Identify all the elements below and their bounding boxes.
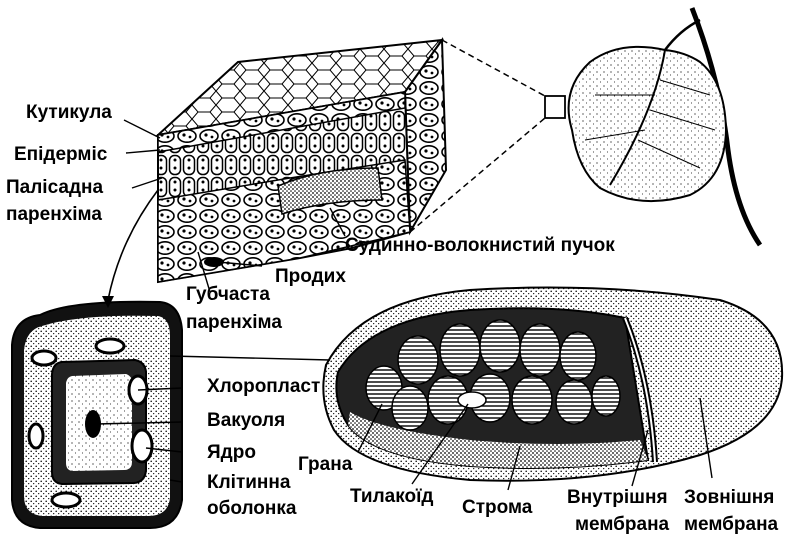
label-palisade-line1: Палісадна <box>6 177 103 198</box>
chloroplast-1 <box>32 351 56 365</box>
label-spongy-line2: паренхіма <box>186 312 282 333</box>
label-outer-membrane-line2: мембрана <box>684 514 779 535</box>
label-stroma: Строма <box>462 497 533 518</box>
zoom-marker <box>545 96 565 118</box>
label-palisade-line2: паренхіма <box>6 204 102 225</box>
label-thylakoid: Тилакоїд <box>350 486 433 507</box>
leaf-blade <box>569 47 726 201</box>
label-inner-membrane-line1: Внутрішня <box>567 487 668 508</box>
label-grana: Грана <box>298 454 353 475</box>
label-inner-membrane-line2: мембрана <box>575 514 670 535</box>
birch-leaf-illustration <box>569 8 760 245</box>
label-cuticle: Кутикула <box>26 102 112 123</box>
label-chloroplast: Хлоропласт <box>207 376 320 397</box>
chloroplast-4 <box>132 430 152 462</box>
label-nucleus: Ядро <box>207 442 256 463</box>
thylakoid-highlight <box>458 392 486 408</box>
label-vascular-bundle: Судинно-волокнистий пучок <box>345 235 615 256</box>
label-epidermis: Епідерміс <box>14 144 108 165</box>
chloroplast-illustration <box>323 288 782 481</box>
label-spongy-line1: Губчаста <box>186 284 270 305</box>
arrow-to-cell <box>108 190 158 300</box>
label-cell-wall-line2: оболонка <box>207 498 297 519</box>
chloroplast-6 <box>29 424 43 448</box>
label-stoma: Продих <box>275 266 346 287</box>
label-vacuole: Вакуоля <box>207 410 285 431</box>
chloroplast-2 <box>96 339 124 353</box>
leaf-petiole <box>665 20 700 50</box>
label-outer-membrane-line1: Зовнішня <box>684 487 774 508</box>
label-cell-wall-line1: Клітинна <box>207 472 291 493</box>
chloroplast-5 <box>52 493 80 507</box>
plant-cell <box>12 302 182 528</box>
